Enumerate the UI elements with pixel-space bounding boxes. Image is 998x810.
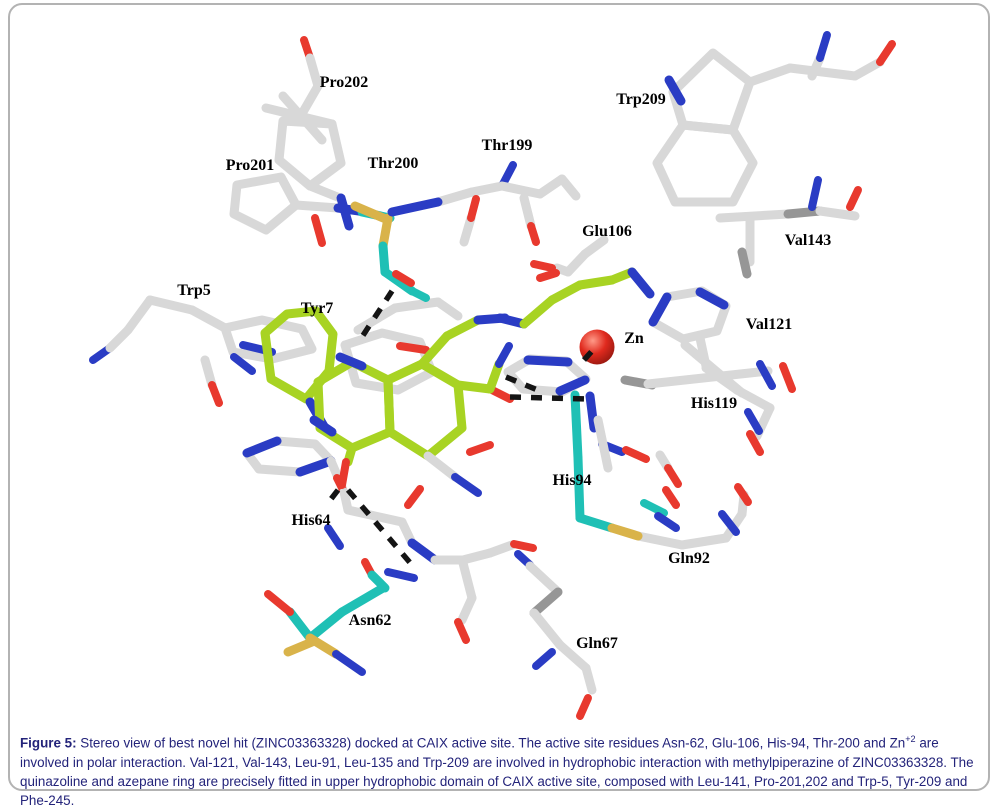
his119-val121-sticks — [620, 247, 796, 488]
pro201-pro202-sticks — [229, 36, 371, 247]
ligand-sticks — [260, 267, 655, 497]
val143-sticks — [715, 176, 862, 267]
asn62-sticks — [264, 558, 418, 676]
his94-sticks — [503, 354, 680, 541]
figure-caption-text-2: are involved in polar interaction. Val-1… — [20, 735, 974, 808]
hydrogen-bond-dashes — [325, 289, 595, 567]
figure-caption-number: Figure 5: — [20, 735, 77, 751]
thr199-sticks — [433, 161, 581, 246]
figure-caption-text-1: Stereo view of best novel hit (ZINC03363… — [76, 735, 906, 751]
thr200-sticks — [350, 197, 443, 302]
gln67-sticks — [525, 561, 597, 720]
trp5-sticks — [89, 295, 317, 407]
zinc-charge-superscript: +2 — [905, 734, 916, 744]
trp209-sticks — [652, 31, 896, 207]
figure-caption: Figure 5: Stereo view of best novel hit … — [20, 733, 978, 810]
gln67-backbone-sticks — [454, 540, 537, 644]
glu106-sticks — [459, 195, 609, 282]
